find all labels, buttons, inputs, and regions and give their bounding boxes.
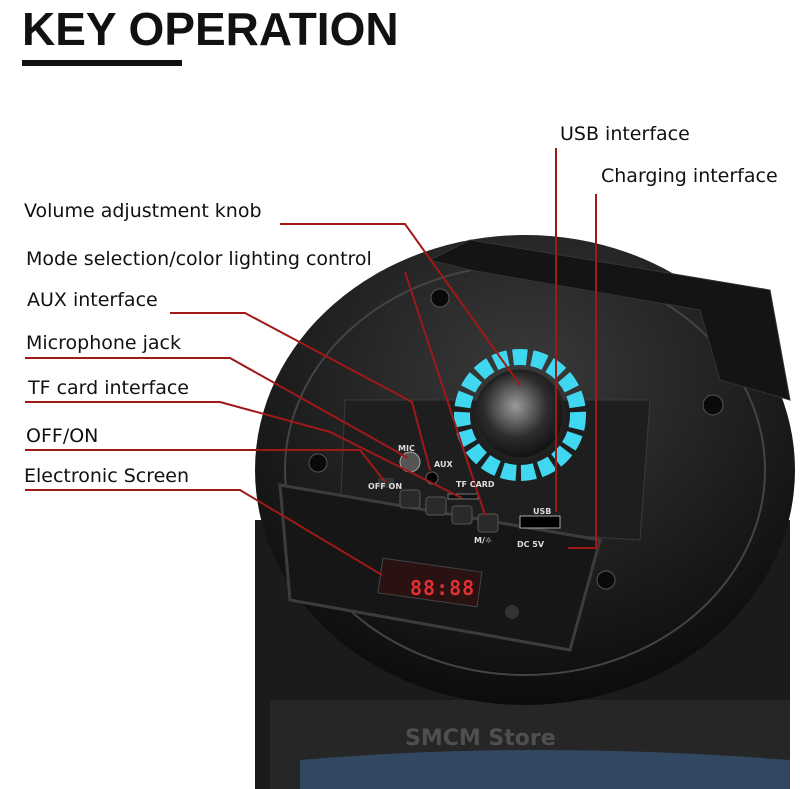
device-aux-label: AUX: [434, 460, 453, 469]
leader-tf: [25, 401, 463, 499]
label-electronic-screen: Electronic Screen: [24, 465, 190, 487]
label-charging-interface: Charging interface: [601, 165, 778, 187]
label-microphone-jack: Microphone jack: [26, 332, 182, 354]
leader-power: [25, 449, 386, 483]
electronic-screen: [377, 557, 483, 608]
device-mic-label: MIC: [398, 444, 415, 453]
volume-knob: [474, 369, 566, 461]
label-off-on: OFF/ON: [26, 425, 99, 447]
device-tf-card-label: TF CARD: [456, 480, 495, 489]
leader-mic: [25, 357, 409, 459]
label-tf-card: TF card interface: [28, 377, 189, 399]
mode-button: [477, 513, 499, 533]
label-mode-selection: Mode selection/color lighting control: [26, 248, 372, 270]
device-mode-button-label: M/☼: [474, 536, 493, 545]
label-aux-interface: AUX interface: [27, 289, 158, 311]
label-volume-knob: Volume adjustment knob: [24, 200, 262, 222]
leader-screen: [25, 489, 383, 576]
device-usb-label: USB: [533, 507, 552, 516]
usb-port: [519, 515, 561, 529]
leader-volume: [280, 223, 521, 386]
leader-mode: [404, 271, 486, 516]
next-button: [451, 505, 473, 525]
prev-button: [399, 489, 421, 509]
page-title: KEY OPERATION: [22, 3, 399, 55]
display-digits: 88:88: [410, 576, 476, 600]
leader-aux: [170, 312, 431, 471]
label-usb-interface: USB interface: [560, 123, 690, 145]
handle: [428, 239, 791, 401]
device-off-on-label: OFF ON: [368, 482, 403, 491]
watermark: SMCM Store: [405, 726, 556, 751]
device-dc-label: DC 5V: [517, 540, 545, 549]
knob-light-ring: [454, 349, 586, 481]
play-pause-button: [425, 496, 447, 516]
leader-lines: [25, 148, 597, 576]
leader-charging: [568, 194, 597, 549]
title-underline: [22, 60, 182, 66]
